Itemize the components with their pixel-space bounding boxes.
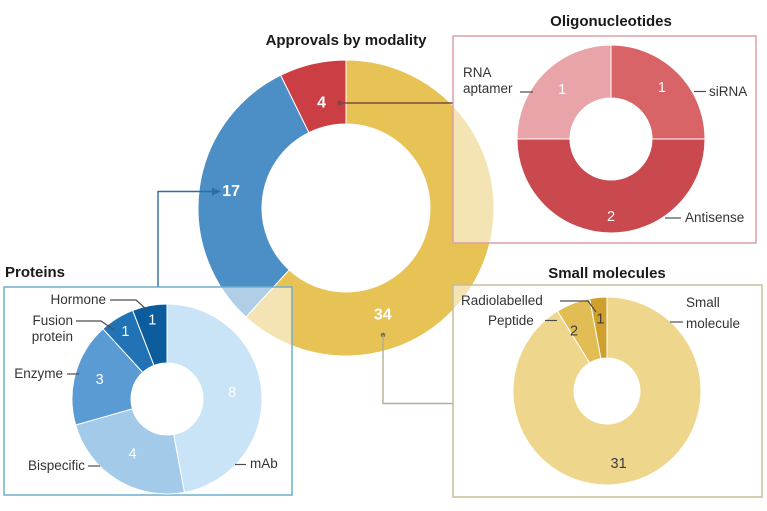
small-molecules-panel-title: Small molecules [548,265,666,282]
proteins-donut-value-mab: 8 [228,385,236,401]
main-donut-value-oligonucleotides: 4 [317,94,326,111]
oligonucleotides-donut-segment-antisense [516,138,706,234]
oligonucleotides-donut-segment-sirna [610,44,706,140]
main-donut-segment-proteins [197,74,310,318]
oligonucleotides-donut-value-rna-aptamer: 1 [558,82,566,98]
proteins-donut-segment-hormone [132,303,168,367]
callout-dash-radiolabelled [560,300,597,313]
proteins-donut: 8 4 3 1 1 [71,303,263,495]
oligonucleotides-donut-value-antisense: 2 [607,209,615,225]
label-rna-aptamer: RNA aptamer [463,65,513,97]
proteins-panel-title: Proteins [5,264,66,281]
label-enzyme: Enzyme [14,366,63,381]
main-donut-segment-oligonucleotides [280,59,347,134]
label-fusion-protein-line2: protein [31,329,73,344]
proteins-donut-segment-enzyme [71,328,144,426]
small-molecules-donut-value-radiolabelled: 1 [596,311,604,327]
label-small-molecule-line1: Small [686,295,720,310]
small-molecules-donut-segment-small-molecule [512,296,702,486]
proteins-donut-value-hormone: 1 [148,312,156,328]
small-molecules-donut: 31 2 1 [512,296,702,486]
label-peptide: Peptide [488,313,534,328]
label-mab: mAb [250,456,278,471]
proteins-donut-segment-bispecific [75,408,186,495]
connector-small-molecules-line [382,335,453,405]
label-hormone: Hormone [50,292,106,307]
oligonucleotides-donut: 1 2 1 [516,44,706,234]
label-radiolabelled: Radiolabelled [461,293,543,308]
oligonucleotides-donut-segment-rna-aptamer [516,44,612,140]
proteins-donut-segment-mab [166,303,263,493]
label-rna-aptamer-line2: aptamer [463,81,513,96]
label-small-molecule-line2: molecule [686,316,741,331]
label-sirna: siRNA [709,84,748,99]
proteins-donut-value-fusion-protein: 1 [121,324,129,340]
label-small-molecule: Small molecule [686,292,740,334]
callout-dash-hormone [110,299,147,310]
main-donut: 34 17 4 [197,59,495,357]
small-molecules-donut-segment-radiolabelled [589,296,608,360]
label-antisense: Antisense [685,210,745,225]
label-bispecific: Bispecific [27,458,85,473]
label-fusion-protein: Fusion protein [0,313,73,345]
small-molecules-donut-value-small-molecule: 31 [611,456,627,472]
main-donut-value-small-molecules: 34 [374,306,392,323]
proteins-donut-value-bispecific: 4 [128,447,136,463]
label-rna-aptamer-line1: RNA [463,65,492,80]
proteins-donut-value-enzyme: 3 [96,372,104,388]
small-molecules-donut-value-peptide: 2 [570,324,578,340]
oligonucleotides-donut-value-sirna: 1 [658,80,666,96]
main-donut-value-proteins: 17 [222,183,240,200]
oligonucleotides-panel-title: Oligonucleotides [550,13,672,30]
callout-dash-fusion-protein [76,320,115,331]
main-chart-title: Approvals by modality [265,32,427,49]
label-fusion-protein-line1: Fusion [32,313,73,328]
connector-proteins-arrowhead [212,187,221,196]
connector-proteins-line [157,190,213,287]
